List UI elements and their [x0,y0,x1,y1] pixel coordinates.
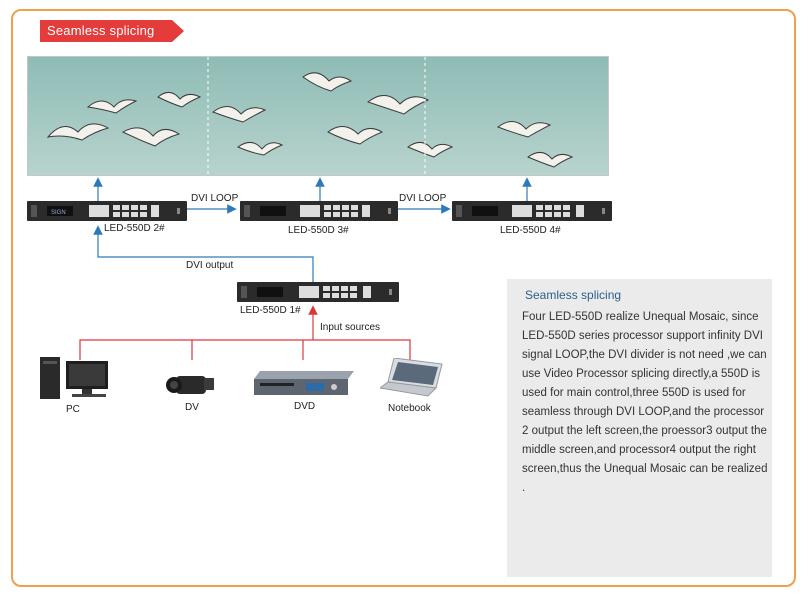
banner-arrow-shape [40,20,184,42]
dvi-output-label: DVI output [186,260,234,271]
svg-text:SIGN: SIGN [51,210,66,216]
dvd-label: DVD [294,401,316,412]
banner: Seamless splicing [40,20,184,42]
dvi-loop-label-1: DVI LOOP [191,193,239,204]
frame-border [11,9,796,587]
input-sources-label: Input sources [320,322,381,333]
dvd-player-icon [254,371,354,395]
camcorder-icon [166,376,214,394]
dv-label: DV [185,402,199,413]
processor-2: SIGN [27,201,187,221]
dvi-loop-label-2: DVI LOOP [399,193,447,204]
processor-device-icon [240,201,398,221]
processor-2-label: LED-550D 2# [104,223,165,234]
notebook [378,357,444,403]
processor-device-icon [237,282,399,302]
processor-4-label: LED-550D 4# [500,225,561,236]
processor-3 [240,201,398,221]
description-panel: Seamless splicing Four LED-550D realize … [507,279,772,577]
processor-device-icon: SIGN [27,201,187,221]
dvd [254,371,354,402]
notebook-label: Notebook [388,403,431,414]
processor-1-label: LED-550D 1# [240,305,301,316]
pc [36,355,116,405]
processor-4 [452,201,612,221]
processor-3-label: LED-550D 3# [288,225,349,236]
pc-icon [40,357,108,399]
banner-title: Seamless splicing [47,23,155,38]
processor-1 [237,282,399,302]
led-screen [27,56,609,176]
processor-device-icon [452,201,612,221]
panel-title: Seamless splicing [525,288,622,302]
dv [166,370,218,405]
laptop-icon [378,357,443,397]
seagull-sky-image [28,57,608,175]
pc-label: PC [66,404,80,415]
panel-body: Four LED-550D realize Unequal Mosaic, si… [522,311,768,494]
